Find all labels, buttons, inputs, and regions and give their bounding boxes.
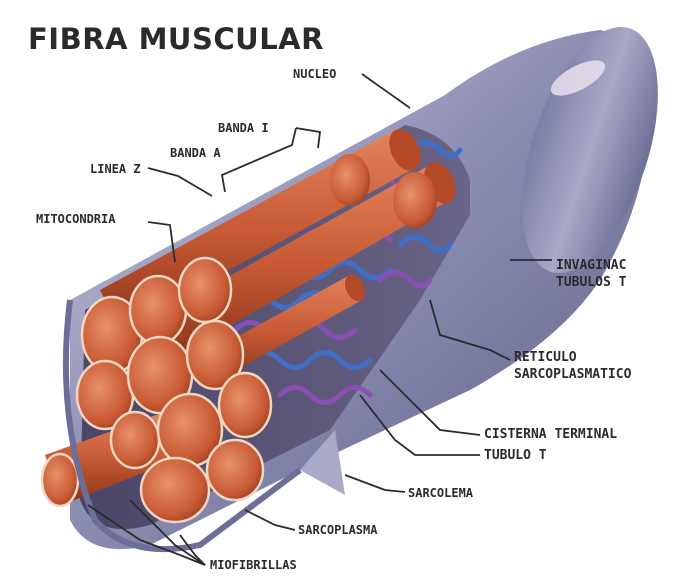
label-banda-i: BANDA I <box>218 121 269 135</box>
label-linea-z: LINEA Z <box>90 162 141 176</box>
label-invaginac: INVAGINAC <box>556 258 626 274</box>
label-miofibrillas: MIOFIBRILLAS <box>210 558 297 572</box>
label-sarcolema: SARCOLEMA <box>408 486 473 500</box>
label-tubulos-t: TUBULOS T <box>556 275 626 291</box>
label-nucleo: NUCLEO <box>293 67 336 81</box>
label-tubulo-t: TUBULO T <box>484 448 547 464</box>
label-cisterna-terminal: CISTERNA TERMINAL <box>484 427 617 443</box>
label-banda-a: BANDA A <box>170 146 221 160</box>
label-reticulo: RETICULO <box>514 350 577 366</box>
label-mitocondria: MITOCONDRIA <box>36 212 115 226</box>
diagram-title: FIBRA MUSCULAR <box>28 22 324 56</box>
label-sarcoplasmatico: SARCOPLASMATICO <box>514 367 631 383</box>
label-sarcoplasma: SARCOPLASMA <box>298 523 377 537</box>
